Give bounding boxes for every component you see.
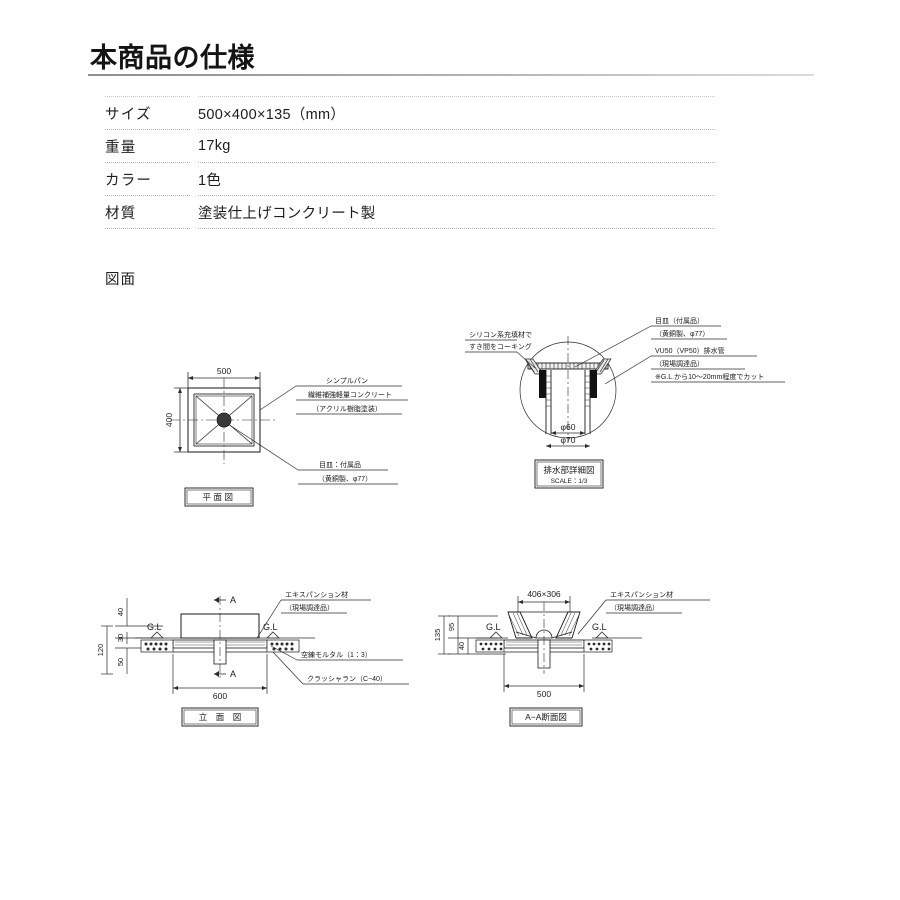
section-view-title: A−A断面図: [525, 712, 567, 722]
elev-dim-120: 120: [96, 644, 105, 657]
table-row: 重量 17kg: [105, 129, 715, 163]
drain-detail-scale: SCALE：1/3: [551, 478, 588, 485]
elev-dim-600: 600: [213, 691, 227, 701]
table-row: 材質 塗装仕上げコンクリート製: [105, 195, 715, 229]
callout-section-expansion-1: エキスパンション材: [610, 590, 673, 599]
spec-label-material: 材質: [105, 195, 190, 229]
spec-table: サイズ 500×400×135（mm） 重量 17kg カラー 1色 材質 塗装…: [105, 96, 715, 229]
section-dim-500: 500: [537, 689, 551, 699]
callout-drain-1: 目皿：付属品: [319, 460, 361, 469]
spec-value-material: 塗装仕上げコンクリート製: [198, 195, 715, 229]
plan-view-title: 平面図: [202, 492, 235, 502]
callout-expansion-1: エキスパンション材: [285, 590, 348, 599]
column-gap: [190, 196, 198, 229]
callout-drain-2: （黄銅製、φ77）: [318, 474, 372, 483]
drain-detail-drawing: φ60 φ70 シリコン系充填材で すき間をコーキング 目皿（付属品）: [455, 312, 795, 512]
column-gap: [190, 163, 198, 196]
spec-label-color: カラー: [105, 162, 190, 196]
elev-dim-50: 50: [116, 658, 125, 666]
plan-dim-width: 500: [217, 366, 231, 376]
callout-material-1: 繊維補強軽量コンクリート: [308, 390, 392, 399]
section-dim-40: 40: [457, 642, 466, 650]
section-dim-95: 95: [447, 623, 456, 631]
drain-detail-title: 排水部詳細図: [543, 465, 594, 475]
spec-label-size: サイズ: [105, 96, 190, 130]
section-gl-right: G.L: [592, 622, 607, 632]
spec-value-weight: 17kg: [198, 129, 715, 163]
table-row: カラー 1色: [105, 162, 715, 196]
callout-material-2: （アクリル樹脂塗装）: [312, 404, 382, 413]
table-row: サイズ 500×400×135（mm）: [105, 96, 715, 130]
callout-caulk-2: すき間をコーキング: [469, 342, 532, 351]
section-dim-opening: 406×306: [527, 589, 561, 599]
elev-dim-40: 40: [116, 608, 125, 616]
elev-gl-right: G.L: [263, 622, 278, 632]
callout-strainer-1: 目皿（付属品）: [655, 316, 704, 325]
elev-section-mark-bottom: A: [230, 669, 236, 679]
callout-pipe-2: （現場調達品）: [655, 359, 704, 368]
elevation-view-title: 立 面 図: [199, 712, 242, 722]
elev-gl-left: G.L: [147, 622, 162, 632]
page-title: 本商品の仕様: [90, 43, 255, 73]
callout-caulk-1: シリコン系充填材で: [469, 330, 532, 339]
column-gap: [190, 130, 198, 163]
drawings-section-label: 図面: [105, 272, 136, 288]
section-dim-135: 135: [433, 629, 442, 642]
spec-label-weight: 重量: [105, 129, 190, 163]
section-view-drawing: 135 95 40 G.L G.L: [420, 582, 760, 732]
callout-expansion-2: （現場調達品）: [285, 603, 334, 612]
callout-section-expansion-2: （現場調達品）: [610, 603, 659, 612]
section-gl-left: G.L: [486, 622, 501, 632]
callout-crusher-run: クラッシャラン（C−40）: [307, 675, 387, 683]
callout-pipe-1: VU50（VP50）排水管: [655, 346, 725, 355]
callout-pipe-3: ※G.L.から10〜20mm程度でカット: [655, 372, 764, 381]
callout-mortar: 空練モルタル（1：3）: [301, 650, 372, 659]
title-divider: [88, 74, 814, 76]
plan-view-drawing: シンプルパン 繊維補強軽量コンクリート （アクリル樹脂塗装） 目皿：付属品 （黄…: [150, 352, 420, 522]
plan-dim-height: 400: [164, 413, 174, 427]
callout-product-name: シンプルパン: [326, 377, 368, 385]
spec-value-size: 500×400×135（mm）: [198, 96, 715, 130]
drain-dim-inner: φ60: [561, 422, 576, 432]
elev-dim-30: 30: [116, 634, 125, 642]
column-gap: [190, 97, 198, 130]
spec-value-color: 1色: [198, 162, 715, 196]
callout-strainer-2: （黄銅製、φ77）: [655, 329, 709, 338]
elev-section-mark-top: A: [230, 595, 236, 605]
elevation-view-drawing: 40 30 50 120 G.L G.L: [85, 582, 425, 732]
drain-dim-outer: φ70: [561, 435, 576, 445]
